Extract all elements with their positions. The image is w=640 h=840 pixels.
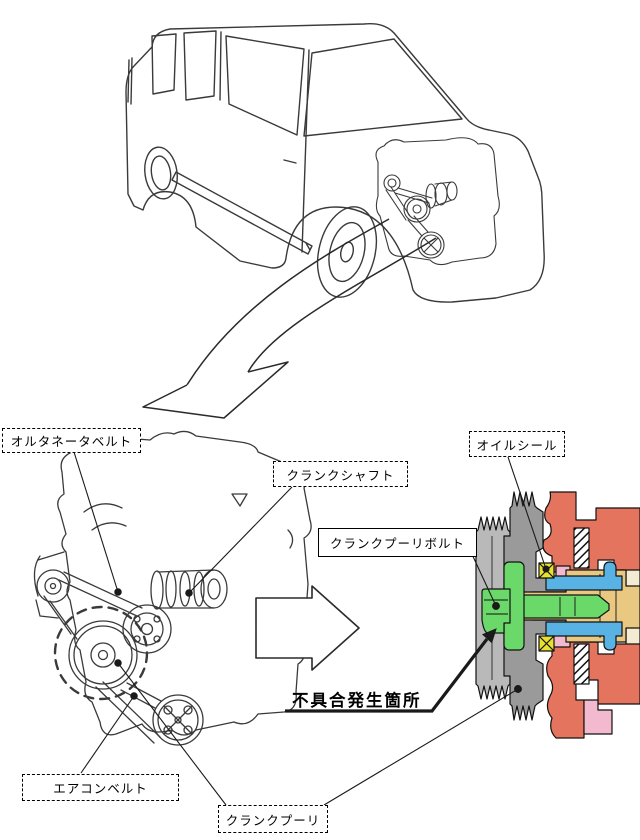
car-front-wheel (316, 206, 378, 298)
engine-block-outline (57, 430, 312, 736)
leader-aircon-belt (80, 695, 135, 774)
ac-compressor-pulley (152, 694, 204, 746)
crank-pulley-highlight-circle (53, 605, 149, 701)
label-aircon-belt: エアコンベルト (22, 774, 179, 801)
car-rear-corner-lines (127, 57, 133, 105)
xs-hatch-bottom (573, 643, 590, 685)
xs-bolt-detail-lines (484, 597, 576, 616)
car-body-outline (125, 23, 545, 303)
cross-section-illustration (475, 491, 640, 739)
label-oil-seal-text: オイルシール (476, 438, 558, 453)
label-crankshaft-text: クランクシャフト (286, 468, 395, 483)
car-illustration (125, 23, 545, 303)
label-defect-location: 不具合発生箇所 (292, 687, 422, 711)
car-rear-wheel (144, 146, 178, 200)
leader-crank-pulley-right (323, 688, 519, 806)
engine-illustration (33, 430, 312, 746)
xs-oil-seal-bottom (538, 635, 555, 652)
zoom-arrow-tail-right (247, 237, 437, 373)
label-alternator-belt-text: オルタネータベルト (10, 435, 133, 449)
leader-oil-seal (507, 456, 547, 570)
label-crank-pulley-bolt: クランクプーリボルト (318, 528, 477, 557)
label-crank-pulley: クランクプーリ (218, 805, 328, 833)
leader-alternator-belt (73, 451, 119, 593)
leader-lines (73, 451, 550, 806)
leader-crankshaft (188, 486, 293, 594)
zoom-arrow-tail-left (186, 218, 390, 386)
xs-hatch-top (573, 527, 590, 569)
leader-crank-pulley-left (117, 662, 227, 806)
label-crankshaft: クランクシャフト (273, 461, 408, 487)
car-door-seams (219, 31, 310, 253)
label-crank-pulley-bolt-text: クランクプーリボルト (329, 537, 465, 551)
xs-pink-lower-blob (583, 699, 613, 735)
car-window-mid (183, 30, 217, 101)
pointer-arrow-right (255, 585, 360, 671)
crankshaft-drawing (150, 569, 228, 610)
engine-surface-lines (83, 503, 294, 549)
car-engine-detail (375, 137, 500, 266)
car-window-front (225, 35, 305, 136)
crank-pulley-drawing (68, 620, 138, 690)
zoom-arrow-head (142, 361, 289, 419)
label-aircon-belt-text: エアコンベルト (53, 782, 148, 796)
car-windshield (303, 38, 463, 137)
aircon-belt-lines (95, 681, 162, 744)
xs-retainer-top (545, 561, 623, 591)
label-alternator-belt: オルタネータベルト (2, 428, 141, 453)
defect-pointer-line (285, 638, 489, 713)
alternator-belt-lines (43, 571, 143, 640)
xs-block-top (542, 491, 640, 573)
alternator-pulley (33, 551, 70, 619)
label-oil-seal: オイルシール (469, 431, 565, 457)
engine-vent-triangle (231, 493, 248, 507)
label-defect-location-text: 不具合発生箇所 (292, 692, 422, 710)
xs-bolt-shaft (509, 594, 610, 619)
car-window-rear (151, 33, 177, 95)
zoom-arrow-down (142, 218, 437, 419)
leader-crank-pulley-bolt (469, 549, 497, 607)
defect-pointer-arrowhead (481, 628, 497, 644)
label-crank-pulley-text: クランクプーリ (225, 813, 321, 828)
car-side-moulding (171, 171, 313, 255)
xs-retainer-bottom (545, 621, 623, 651)
